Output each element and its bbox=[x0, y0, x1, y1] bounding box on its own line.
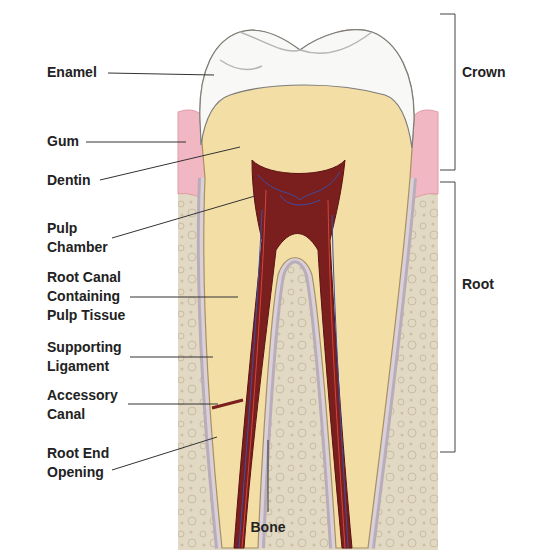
part-label: Supporting Ligament bbox=[47, 338, 142, 376]
part-label: Enamel bbox=[47, 63, 137, 82]
part-label: Bone bbox=[228, 518, 308, 537]
pulp-arteries bbox=[242, 190, 345, 548]
part-label: Root bbox=[462, 275, 552, 294]
part-label: Root End Opening bbox=[47, 444, 127, 482]
part-label: Pulp Chamber bbox=[47, 219, 117, 257]
root-bracket bbox=[440, 182, 455, 452]
part-label: Gum bbox=[47, 132, 137, 151]
crown-bracket bbox=[440, 14, 455, 170]
enamel bbox=[200, 30, 414, 148]
pulp bbox=[234, 160, 352, 548]
part-label: Root Canal Containing Pulp Tissue bbox=[47, 268, 147, 325]
part-label: Crown bbox=[462, 63, 552, 82]
part-label: Dentin bbox=[47, 171, 137, 190]
enamel-shading bbox=[220, 32, 372, 69]
part-label: Accessory Canal bbox=[47, 386, 127, 424]
dentin bbox=[200, 30, 414, 548]
pulp-vessels bbox=[239, 172, 348, 548]
